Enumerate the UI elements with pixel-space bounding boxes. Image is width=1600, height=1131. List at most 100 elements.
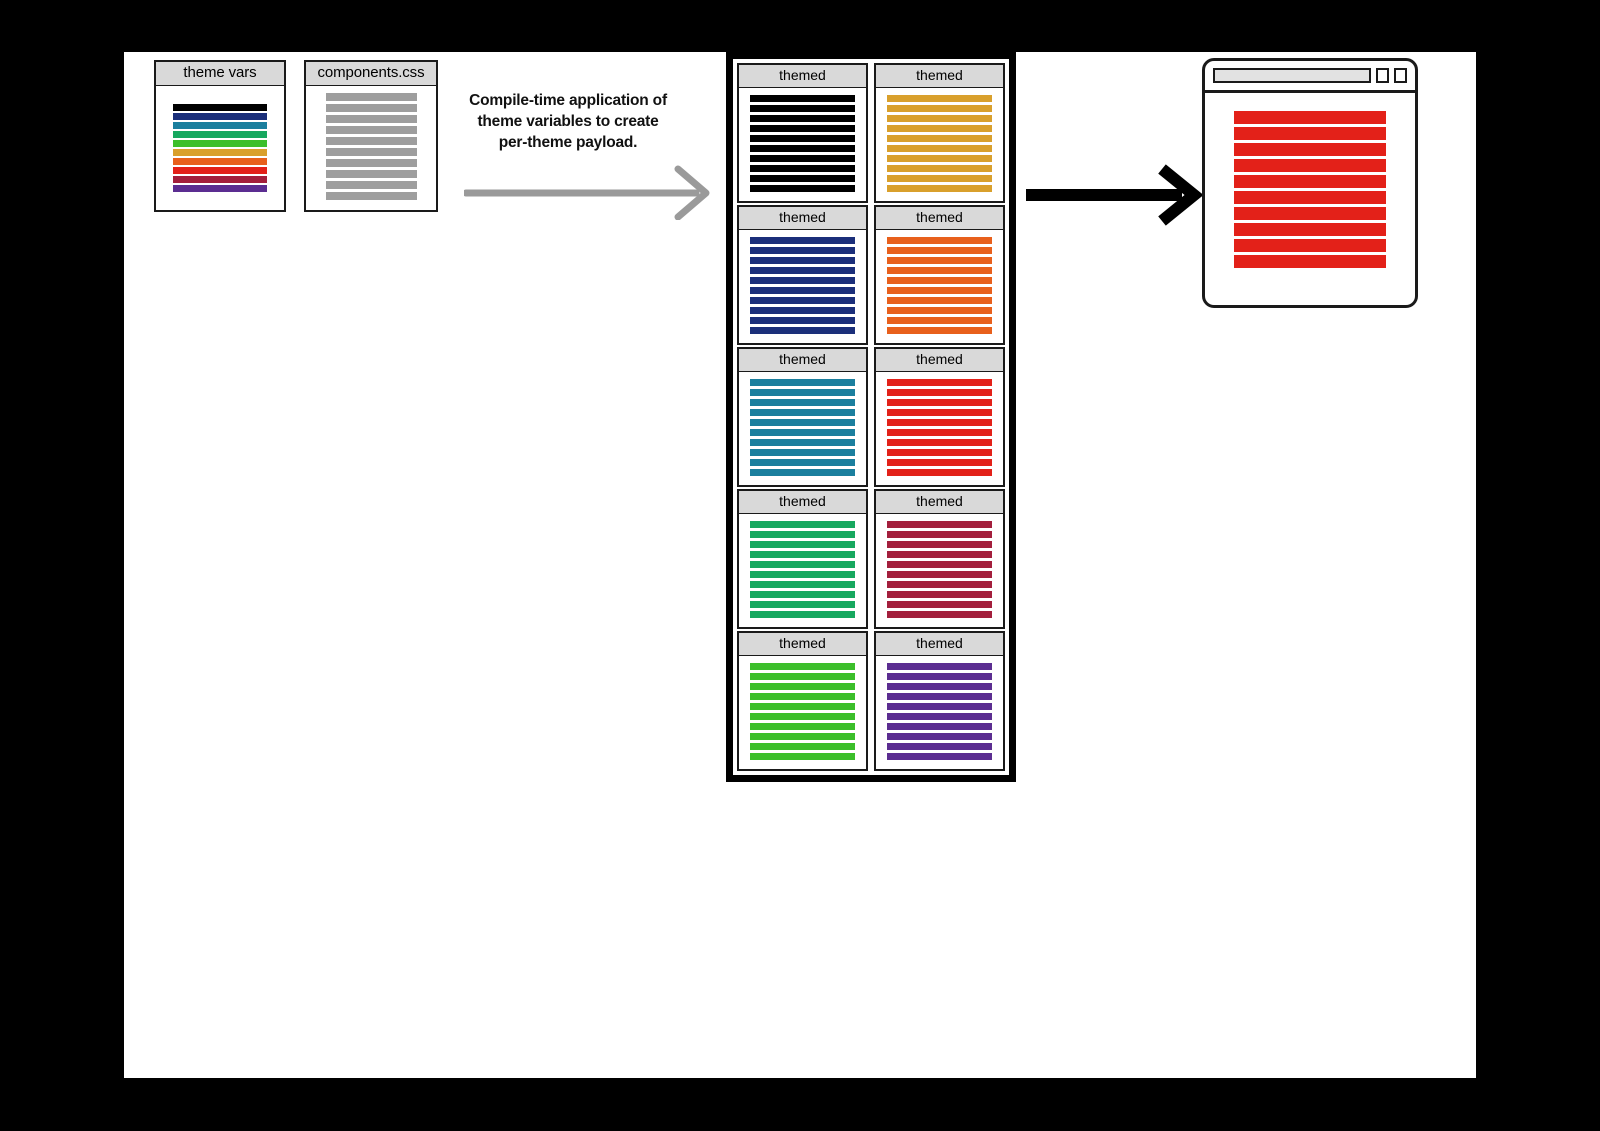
themed-purple-bar [887,722,992,730]
components-css-bar [325,192,417,200]
themed-bright-green-bar [750,662,855,670]
themed-amber-bar [887,104,992,112]
themed-red-bar [887,378,992,386]
themed-black-bar [750,154,855,162]
themed-navy-bar [750,296,855,304]
themed-teal-bar [750,398,855,406]
themed-card-bar-stack [750,378,855,479]
themed-card-crimson: themed [874,489,1005,629]
themed-orange-bar [887,286,992,294]
browser-button-2-icon[interactable] [1394,68,1407,83]
themed-teal-bar [750,408,855,416]
themed-card-title: themed [876,65,1003,88]
themed-card-bar-stack [887,662,992,763]
theme-var-bar [172,158,268,165]
themed-black-bar [750,134,855,142]
browser-window [1202,58,1418,308]
themed-teal-bar [750,438,855,446]
theme-var-bar [172,140,268,147]
themed-bright-green-bar [750,752,855,760]
components-css-body [306,86,436,210]
themed-red-bar [887,388,992,396]
components-css-card: components.css [304,60,438,212]
themed-black-bar [750,124,855,132]
themed-card-title: themed [876,633,1003,656]
themed-card-title: themed [739,65,866,88]
themed-teal-bar [750,428,855,436]
themed-crimson-bar [887,550,992,558]
themed-orange-bar [887,326,992,334]
components-css-bar [325,137,417,145]
themed-green-bar [750,560,855,568]
themed-card-bar-stack [887,236,992,337]
themed-card-body [876,514,1003,627]
themed-teal-bar [750,458,855,466]
themed-bright-green-bar [750,682,855,690]
browser-content-bar-stack [1234,111,1386,271]
themed-green-bar [750,610,855,618]
themed-bright-green-bar [750,672,855,680]
browser-button-1-icon[interactable] [1376,68,1389,83]
browser-content-bar [1234,191,1386,204]
components-css-bar [325,148,417,156]
themed-navy-bar [750,326,855,334]
browser-content-bar [1234,255,1386,268]
themed-purple-bar [887,742,992,750]
themed-card-purple: themed [874,631,1005,771]
themed-crimson-bar [887,610,992,618]
themed-orange-bar [887,306,992,314]
themed-red-bar [887,458,992,466]
themed-card-bar-stack [750,236,855,337]
theme-var-bar [172,113,268,120]
components-css-bar [325,104,417,112]
components-css-bar [325,93,417,101]
themed-black-bar [750,104,855,112]
browser-content-bar [1234,159,1386,172]
compile-caption: Compile-time application of theme variab… [454,90,682,153]
themed-card-amber: themed [874,63,1005,203]
browser-content-bar [1234,223,1386,236]
components-css-bar-stack [325,93,417,203]
themed-green-bar [750,550,855,558]
themed-green-bar [750,540,855,548]
themed-navy-bar [750,256,855,264]
themed-crimson-bar [887,570,992,578]
themed-amber-bar [887,164,992,172]
themed-bright-green-bar [750,722,855,730]
themed-green-bar [750,520,855,528]
themed-teal-bar [750,378,855,386]
components-css-bar [325,159,417,167]
browser-chrome [1205,61,1415,93]
themed-navy-bar [750,266,855,274]
themed-amber-bar [887,174,992,182]
themed-red-bar [887,448,992,456]
caption-line-1: Compile-time application of [469,92,667,109]
themed-red-bar [887,468,992,476]
theme-vars-body [156,86,284,210]
themed-crimson-bar [887,560,992,568]
themed-card-orange: themed [874,205,1005,345]
themed-red-bar [887,418,992,426]
themed-teal-bar [750,388,855,396]
themed-card-body [739,88,866,201]
themed-orange-bar [887,256,992,264]
themed-teal-bar [750,418,855,426]
themed-green-bar [750,600,855,608]
address-bar-input[interactable] [1213,68,1371,83]
browser-viewport [1205,93,1415,305]
theme-vars-card: theme vars [154,60,286,212]
themed-orange-bar [887,266,992,274]
components-css-bar [325,115,417,123]
themed-purple-bar [887,712,992,720]
themed-navy-bar [750,276,855,284]
theme-var-bar [172,131,268,138]
themed-teal-bar [750,468,855,476]
themed-navy-bar [750,286,855,294]
themed-card-red: themed [874,347,1005,487]
themed-navy-bar [750,236,855,244]
themed-crimson-bar [887,600,992,608]
themed-crimson-bar [887,540,992,548]
